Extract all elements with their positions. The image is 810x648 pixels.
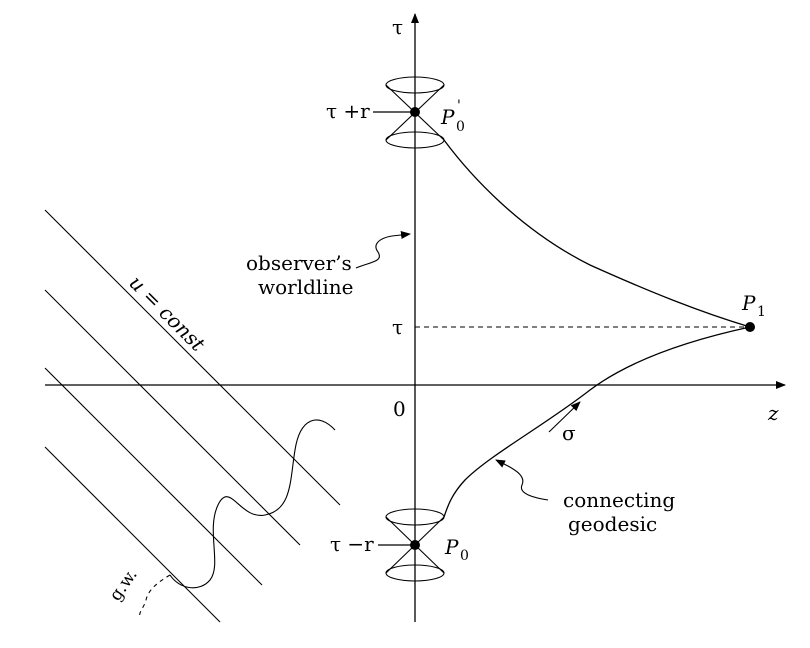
svg-text:0: 0 [456,119,465,135]
wavefront-line-2 [44,289,301,546]
origin-label: 0 [393,397,406,421]
gw-label: g.w. [106,565,142,605]
tick-label-lower: τ −r [330,532,374,556]
point-p0 [410,540,420,550]
geodesic-label-line2: geodesic [568,512,657,536]
wavefront-line-3 [44,367,263,586]
svg-text:0: 0 [460,548,469,564]
svg-text:': ' [457,98,461,114]
svg-text:1: 1 [757,304,766,320]
svg-text:P: P [440,105,455,129]
tick-label-middle: τ [392,315,403,339]
wavefront-label: u = const [124,271,210,357]
label-p0-prime: P 0 ' [440,98,465,135]
point-p1 [745,322,755,332]
worldline-label-line1: observer’s [246,251,352,275]
worldline-label-line2: worldline [258,275,353,299]
sigma-direction-arrow [548,401,581,433]
wavefronts [44,209,341,623]
worldline-pointer-arrow [355,231,411,269]
gravitational-wave [169,419,336,589]
point-p0-prime [410,107,420,117]
wavefront-line-1 [44,209,341,506]
svg-text:P: P [741,291,756,315]
z-axis-label: z [767,401,779,425]
connecting-geodesic-curve [443,326,751,518]
label-p1: P 1 [741,291,766,320]
label-p0: P 0 [444,535,469,564]
upper-null-geodesic [443,139,751,328]
gravitational-wave-tail [139,574,171,619]
tick-label-upper: τ +r [326,99,370,123]
wavefront-line-4 [44,446,221,623]
sigma-label: σ [562,421,576,445]
svg-text:P: P [444,535,459,559]
tau-axis-label: τ [392,15,403,39]
geodesic-pointer-arrow [495,459,549,501]
geodesic-label-line1: connecting [563,488,675,512]
